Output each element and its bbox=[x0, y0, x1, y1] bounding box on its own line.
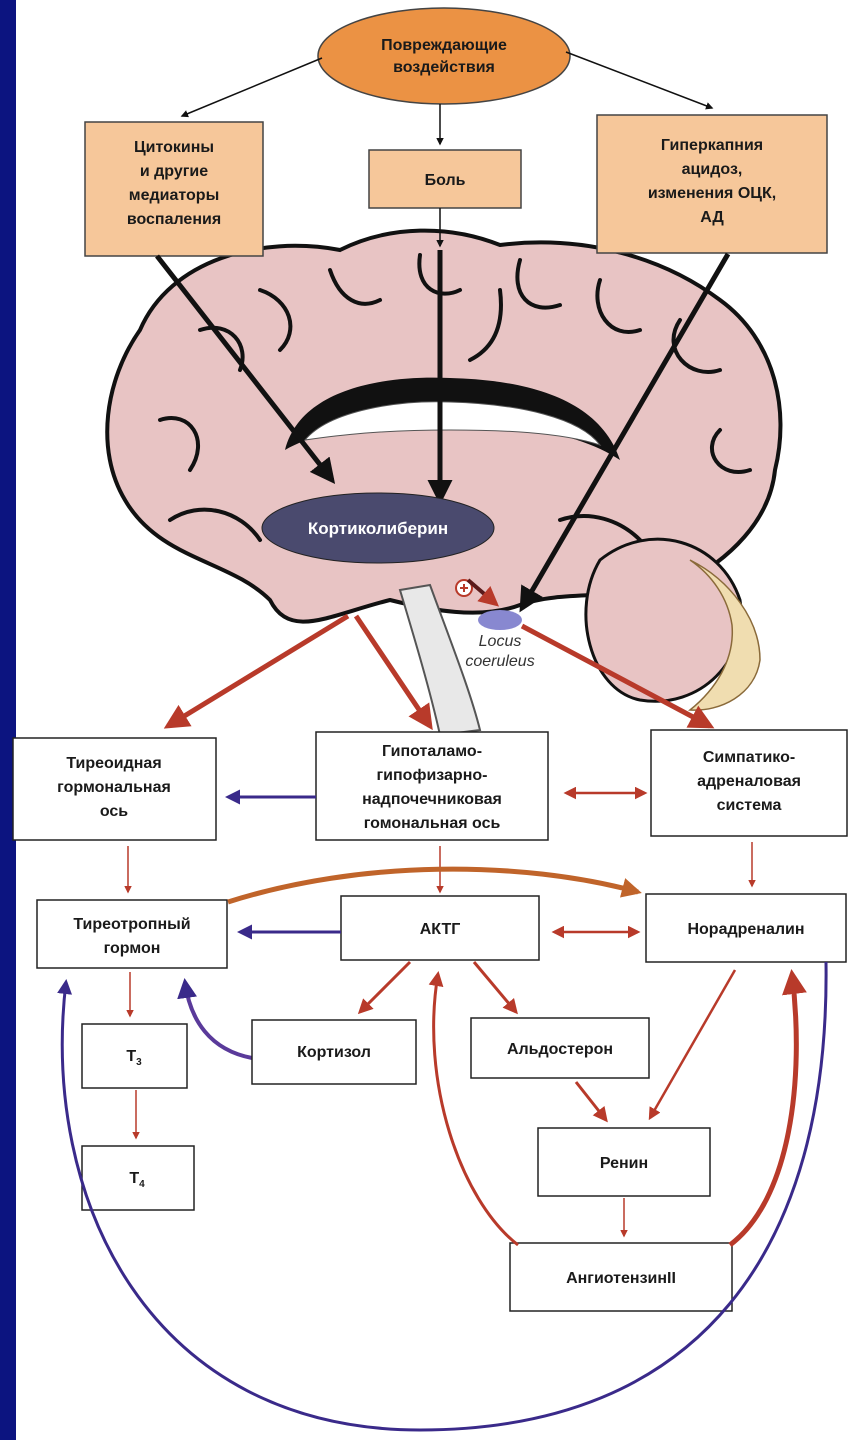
pain-label: Боль bbox=[425, 172, 466, 189]
t4-subscript: 4 bbox=[139, 1179, 145, 1190]
sympathoadrenal-line1: Симпатико- bbox=[703, 749, 795, 766]
noradrenaline-label: Норадреналин bbox=[687, 921, 804, 938]
sympathoadrenal-node: Симпатико- адреналовая система bbox=[651, 730, 847, 836]
hpa-axis-node: Гипоталамо- гипофизарно- надпочечниковая… bbox=[316, 732, 548, 840]
hpa-axis-line3: надпочечниковая bbox=[362, 791, 502, 808]
t3-letter: Т bbox=[126, 1048, 136, 1065]
cytokines-line4: воспаления bbox=[127, 211, 221, 228]
hypercapnia-node: Гиперкапния ацидоз, изменения ОЦК, АД bbox=[597, 115, 827, 253]
hypercapnia-line3: изменения ОЦК, bbox=[648, 185, 776, 202]
corticoliberin-label: Кортиколиберин bbox=[308, 519, 448, 538]
sympathoadrenal-line2: адреналовая bbox=[697, 773, 801, 790]
locus-coeruleus-line1: Locus bbox=[479, 633, 522, 650]
t3-node: Т3 bbox=[82, 1024, 187, 1088]
renin-node: Ренин bbox=[538, 1128, 710, 1196]
acth-node: АКТГ bbox=[341, 896, 539, 960]
thyroid-axis-node: Тиреоидная гормональная ось bbox=[13, 738, 216, 840]
pain-node: Боль bbox=[369, 150, 521, 208]
tsh-node: Тиреотропный гормон bbox=[37, 900, 227, 968]
damaging-effects-line1: Повреждающие bbox=[381, 37, 507, 54]
hpa-axis-line2: гипофизарно- bbox=[377, 767, 488, 784]
tsh-line2: гормон bbox=[104, 940, 161, 957]
hpa-axis-line4: гомональная ось bbox=[364, 815, 501, 832]
corticoliberin-node: Кортиколиберин bbox=[262, 493, 494, 563]
damaging-effects-line2: воздействия bbox=[393, 59, 495, 76]
aldosterone-label: Альдостерон bbox=[507, 1041, 613, 1058]
thyroid-axis-line2: гормональная bbox=[57, 779, 171, 796]
cytokines-line2: и другие bbox=[140, 163, 208, 180]
aldosterone-node: Альдостерон bbox=[471, 1018, 649, 1078]
cortisol-label: Кортизол bbox=[297, 1044, 371, 1061]
renin-label: Ренин bbox=[600, 1155, 648, 1172]
locus-coeruleus-node: Locus coeruleus bbox=[465, 610, 534, 670]
t3-subscript: 3 bbox=[136, 1057, 142, 1068]
locus-coeruleus-line2: coeruleus bbox=[465, 653, 534, 670]
noradrenaline-node: Норадреналин bbox=[646, 894, 846, 962]
sympathoadrenal-line3: система bbox=[717, 797, 782, 814]
cortisol-node: Кортизол bbox=[252, 1020, 416, 1084]
t4-node: Т4 bbox=[82, 1146, 194, 1210]
cerebellum bbox=[586, 539, 741, 701]
cytokines-node: Цитокины и другие медиаторы воспаления bbox=[85, 122, 263, 256]
tsh-line1: Тиреотропный bbox=[73, 916, 190, 933]
cytokines-line3: медиаторы bbox=[129, 187, 219, 204]
t4-letter: Т bbox=[129, 1170, 139, 1187]
brain-illustration bbox=[107, 231, 780, 735]
hypercapnia-line1: Гиперкапния bbox=[661, 137, 763, 154]
hpa-axis-line1: Гипоталамо- bbox=[382, 743, 482, 760]
cytokines-line1: Цитокины bbox=[134, 139, 214, 156]
damaging-effects-node: Повреждающие воздействия bbox=[318, 8, 570, 104]
hypercapnia-line2: ацидоз, bbox=[682, 161, 743, 178]
thyroid-axis-line1: Тиреоидная bbox=[66, 755, 161, 772]
acth-label: АКТГ bbox=[420, 921, 461, 938]
thyroid-axis-line3: ось bbox=[100, 803, 128, 820]
hypercapnia-line4: АД bbox=[700, 209, 724, 226]
angiotensin-node: АнгиотензинII bbox=[510, 1243, 732, 1311]
angiotensin-label: АнгиотензинII bbox=[566, 1270, 676, 1287]
